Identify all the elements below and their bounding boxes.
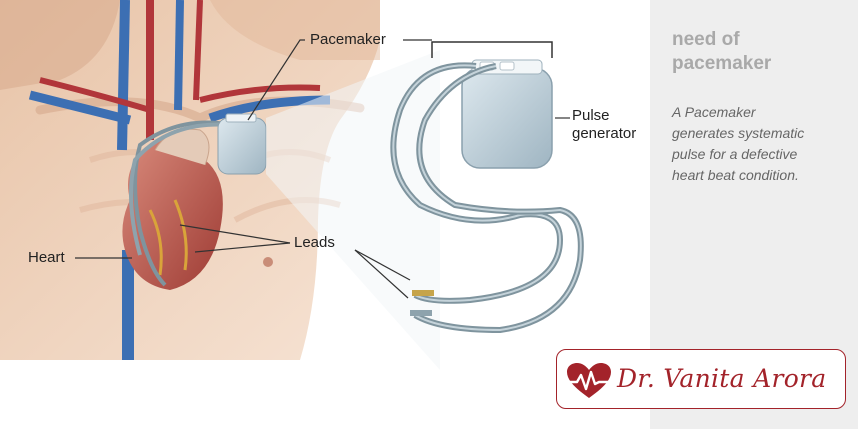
heading-line2: pacemaker xyxy=(672,52,852,76)
description-line: heart beat condition. xyxy=(672,165,848,186)
description-line: pulse for a defective xyxy=(672,144,848,165)
description-line: A Pacemaker xyxy=(672,102,848,123)
heart-label: Heart xyxy=(28,249,65,267)
pacemaker-label: Pacemaker xyxy=(310,31,386,49)
pulse-label-line1: Pulse xyxy=(572,107,636,125)
description-line: generates systematic xyxy=(672,123,848,144)
side-panel-description: A Pacemaker generates systematic pulse f… xyxy=(672,102,848,186)
implanted-pacemaker xyxy=(218,114,266,174)
pulse-label-line2: generator xyxy=(572,125,636,143)
pulse-generator xyxy=(462,60,552,168)
pacemaker-bracket xyxy=(432,42,552,58)
leads-label: Leads xyxy=(294,234,335,252)
logo-text: Dr. Vanita Arora xyxy=(617,364,827,393)
pulse-generator-label: Pulse generator xyxy=(572,107,636,143)
pacemaker-illustration xyxy=(0,0,650,429)
heading-line1: need of xyxy=(672,28,852,52)
side-panel-heading: need of pacemaker xyxy=(672,28,852,76)
heart-ecg-icon xyxy=(565,362,613,400)
logo-badge[interactable]: Dr. Vanita Arora xyxy=(556,349,846,409)
